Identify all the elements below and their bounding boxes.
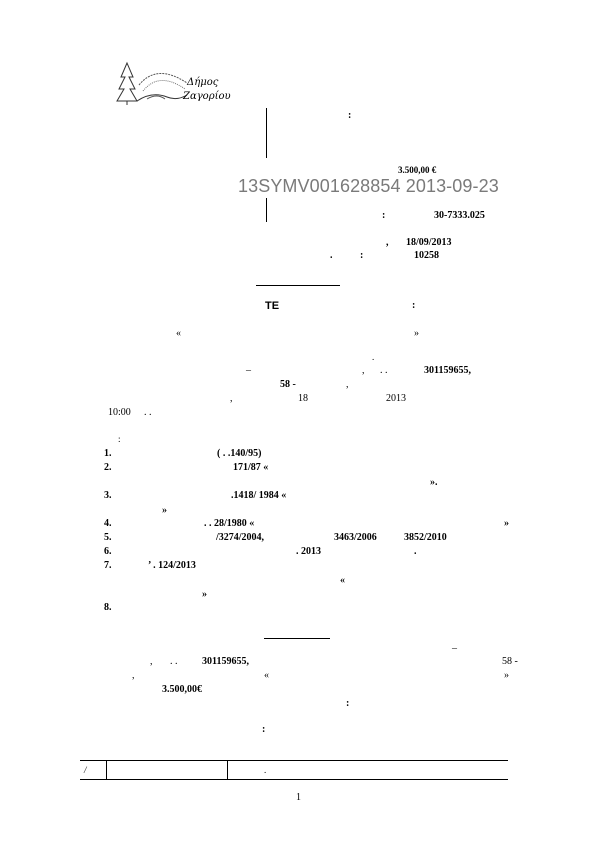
section2-quote-open: « [264, 670, 269, 681]
list-text-5-law2: 3463/2006 [334, 532, 377, 543]
header-rule-2 [266, 198, 267, 222]
meeting-time-suffix: . . [144, 407, 152, 418]
logo-text-line2: Ζαγορίου [183, 91, 231, 102]
protocol-colon: : [360, 250, 364, 261]
list-num-6: 6. [104, 546, 112, 557]
meeting-day: 18 [298, 393, 308, 404]
heading-colon: : [412, 300, 416, 311]
protocol-number: 10258 [414, 250, 439, 261]
party-vat-number: 301159655, [424, 365, 471, 376]
list-text-2-cont: ». [430, 477, 438, 488]
list-num-3: 3. [104, 490, 112, 501]
logo-tree-icon [116, 61, 188, 105]
party-dash: – [246, 365, 251, 376]
account-code: 30-7333.025 [434, 210, 485, 221]
list-text-3-cont: » [162, 505, 167, 516]
table-cell-3: . [227, 760, 508, 780]
section2-colon-2: : [262, 724, 266, 735]
list-intro-colon: : [118, 434, 121, 444]
protocol-dot: . [330, 250, 333, 261]
list-text-6: . 2013 [296, 546, 321, 557]
logo-text-line1: Δήμος [187, 77, 219, 88]
heading-te: ΤΕ [265, 300, 280, 312]
section2-colon-1: : [346, 698, 350, 709]
list-text-4-close: » [504, 518, 509, 529]
title-underline [256, 285, 340, 286]
list-num-4: 4. [104, 518, 112, 529]
list-text-5-law3: 3852/2010 [404, 532, 447, 543]
party-address-number: 58 - [280, 379, 296, 390]
municipality-logo: Δήμος Ζαγορίου [107, 55, 237, 110]
party-comma-1: , [362, 365, 365, 376]
small-dot: . [372, 352, 375, 362]
page-number: 1 [296, 792, 301, 803]
header-colon-1: : [348, 110, 352, 121]
section2-comma-2: , [132, 670, 135, 681]
list-text-7: ’ . 124/2013 [148, 560, 196, 571]
section2-vat-number: 301159655, [202, 656, 249, 667]
list-text-5: /3274/2004, [216, 532, 265, 543]
section2-dash: – [452, 643, 457, 654]
list-text-7-cont-2: » [202, 589, 207, 600]
list-text-1: ( . .140/95) [217, 448, 262, 459]
section2-quote-close: » [504, 670, 509, 681]
quote-close: » [414, 328, 419, 339]
section2-underline [264, 638, 330, 639]
document-date: 18/09/2013 [406, 237, 452, 248]
party-abbr: . . [380, 365, 388, 376]
section2-address-number: 58 - [502, 656, 518, 667]
header-colon-2: : [382, 210, 386, 221]
table-cell-1: / [80, 760, 107, 780]
list-text-4: . . 28/1980 « [204, 518, 255, 529]
table-row: / . [80, 760, 508, 780]
date-comma: , [386, 237, 389, 248]
list-text-2: 171/87 « [233, 462, 269, 473]
quote-open: « [176, 328, 181, 339]
list-text-3: .1418/ 1984 « [231, 490, 287, 501]
signature-table: / . [80, 760, 508, 780]
list-num-2: 2. [104, 462, 112, 473]
section2-abbr: . . [170, 656, 178, 667]
party-comma-3: , [230, 393, 233, 404]
list-num-8: 8. [104, 602, 112, 613]
section2-comma-1: , [150, 656, 153, 667]
amount-value: 3.500,00 € [398, 165, 437, 175]
header-rule-1 [266, 108, 267, 158]
party-comma-2: , [346, 379, 349, 390]
list-num-1: 1. [104, 448, 112, 459]
document-watermark: 13SYMV001628854 2013-09-23 [238, 176, 499, 196]
meeting-time: 10:00 [108, 407, 131, 418]
meeting-year: 2013 [386, 393, 406, 404]
list-text-6-dot: . [414, 546, 417, 557]
list-num-5: 5. [104, 532, 112, 543]
list-text-7-cont-1: « [340, 575, 345, 586]
table-cell-2 [106, 760, 228, 780]
list-num-7: 7. [104, 560, 112, 571]
section2-amount: 3.500,00€ [162, 684, 202, 695]
